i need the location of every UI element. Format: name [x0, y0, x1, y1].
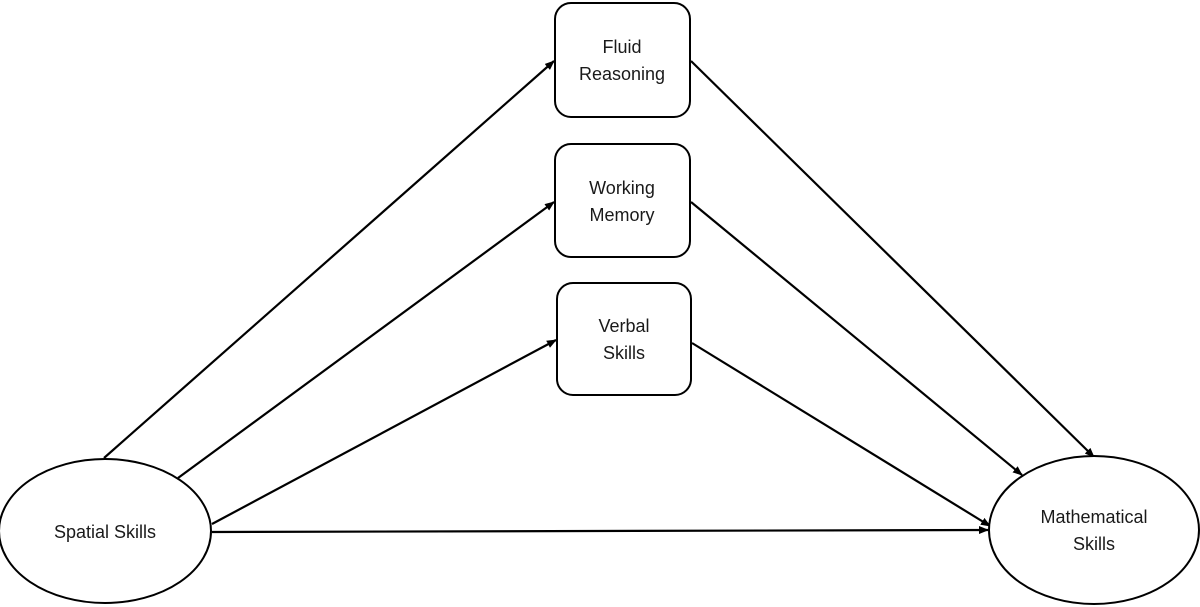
arrow-spatial-to-fluid-reasoning — [103, 60, 555, 459]
arrow-verbal-skills-to-mathematical — [691, 342, 991, 527]
node-box — [554, 2, 691, 118]
node-label-line1: Working — [589, 178, 655, 198]
arrow-working-memory-to-mathematical — [690, 201, 1023, 476]
node-label-line1: Verbal — [598, 316, 649, 336]
arrow-fluid-reasoning-to-mathematical — [690, 60, 1095, 458]
node-box — [556, 282, 692, 396]
node-label-line2: Skills — [1073, 534, 1115, 554]
node-box — [554, 143, 691, 258]
node-label-line1: Fluid — [602, 37, 641, 57]
node-label: Spatial Skills — [54, 522, 156, 542]
node-verbal-skills: Verbal Skills — [556, 282, 692, 396]
node-label-line1: Mathematical — [1040, 507, 1147, 527]
node-label-line2: Reasoning — [579, 64, 665, 84]
arrow-spatial-to-mathematical — [211, 526, 989, 535]
node-mathematical-skills: Mathematical Skills — [988, 455, 1200, 605]
arrow-spatial-to-working-memory — [177, 201, 555, 479]
node-ellipse — [988, 455, 1200, 605]
node-label-line2: Skills — [603, 343, 645, 363]
node-ellipse — [0, 458, 212, 604]
arrow-spatial-to-verbal-skills — [211, 339, 557, 525]
node-fluid-reasoning: Fluid Reasoning — [554, 2, 691, 118]
node-spatial-skills: Spatial Skills — [0, 458, 212, 604]
node-working-memory: Working Memory — [554, 143, 691, 258]
node-label-line2: Memory — [589, 205, 654, 225]
